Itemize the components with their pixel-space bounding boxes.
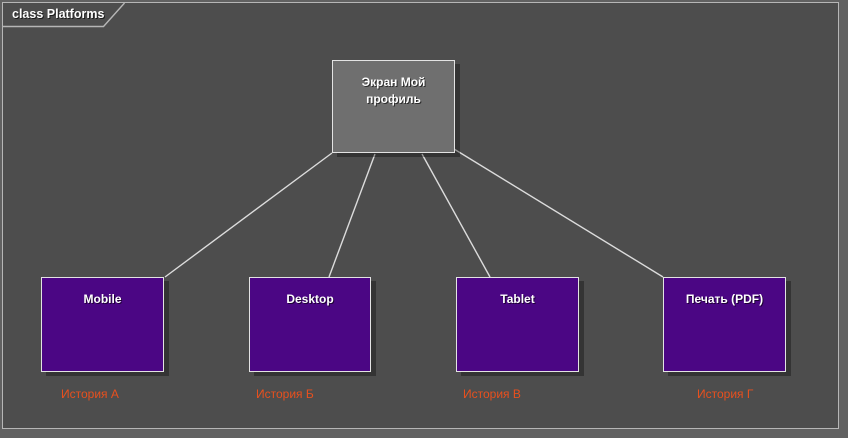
story-label-v: История В [463, 387, 521, 401]
node-label: Desktop [286, 292, 334, 306]
node-print-pdf[interactable]: Печать (PDF) [663, 277, 786, 372]
node-label: Mobile [83, 292, 122, 306]
node-label: Экран Мой профиль [361, 75, 426, 106]
diagram-tab-label: class Platforms [12, 7, 105, 21]
story-label-g: История Г [697, 387, 754, 401]
story-label-a: История А [61, 387, 119, 401]
connector-screen-print[interactable] [453, 148, 664, 278]
node-desktop[interactable]: Desktop [249, 277, 371, 372]
connector-screen-mobile[interactable] [164, 152, 333, 278]
connector-screen-tablet[interactable] [421, 153, 491, 278]
node-label: Tablet [500, 292, 535, 306]
node-label: Печать (PDF) [685, 292, 764, 306]
diagram-frame: class Platforms Экран Мой профиль Mobile… [2, 2, 839, 429]
node-screen-my-profile[interactable]: Экран Мой профиль [332, 60, 455, 153]
node-tablet[interactable]: Tablet [456, 277, 579, 372]
node-mobile[interactable]: Mobile [41, 277, 164, 372]
story-label-b: История Б [256, 387, 314, 401]
connector-screen-desktop[interactable] [328, 153, 376, 278]
